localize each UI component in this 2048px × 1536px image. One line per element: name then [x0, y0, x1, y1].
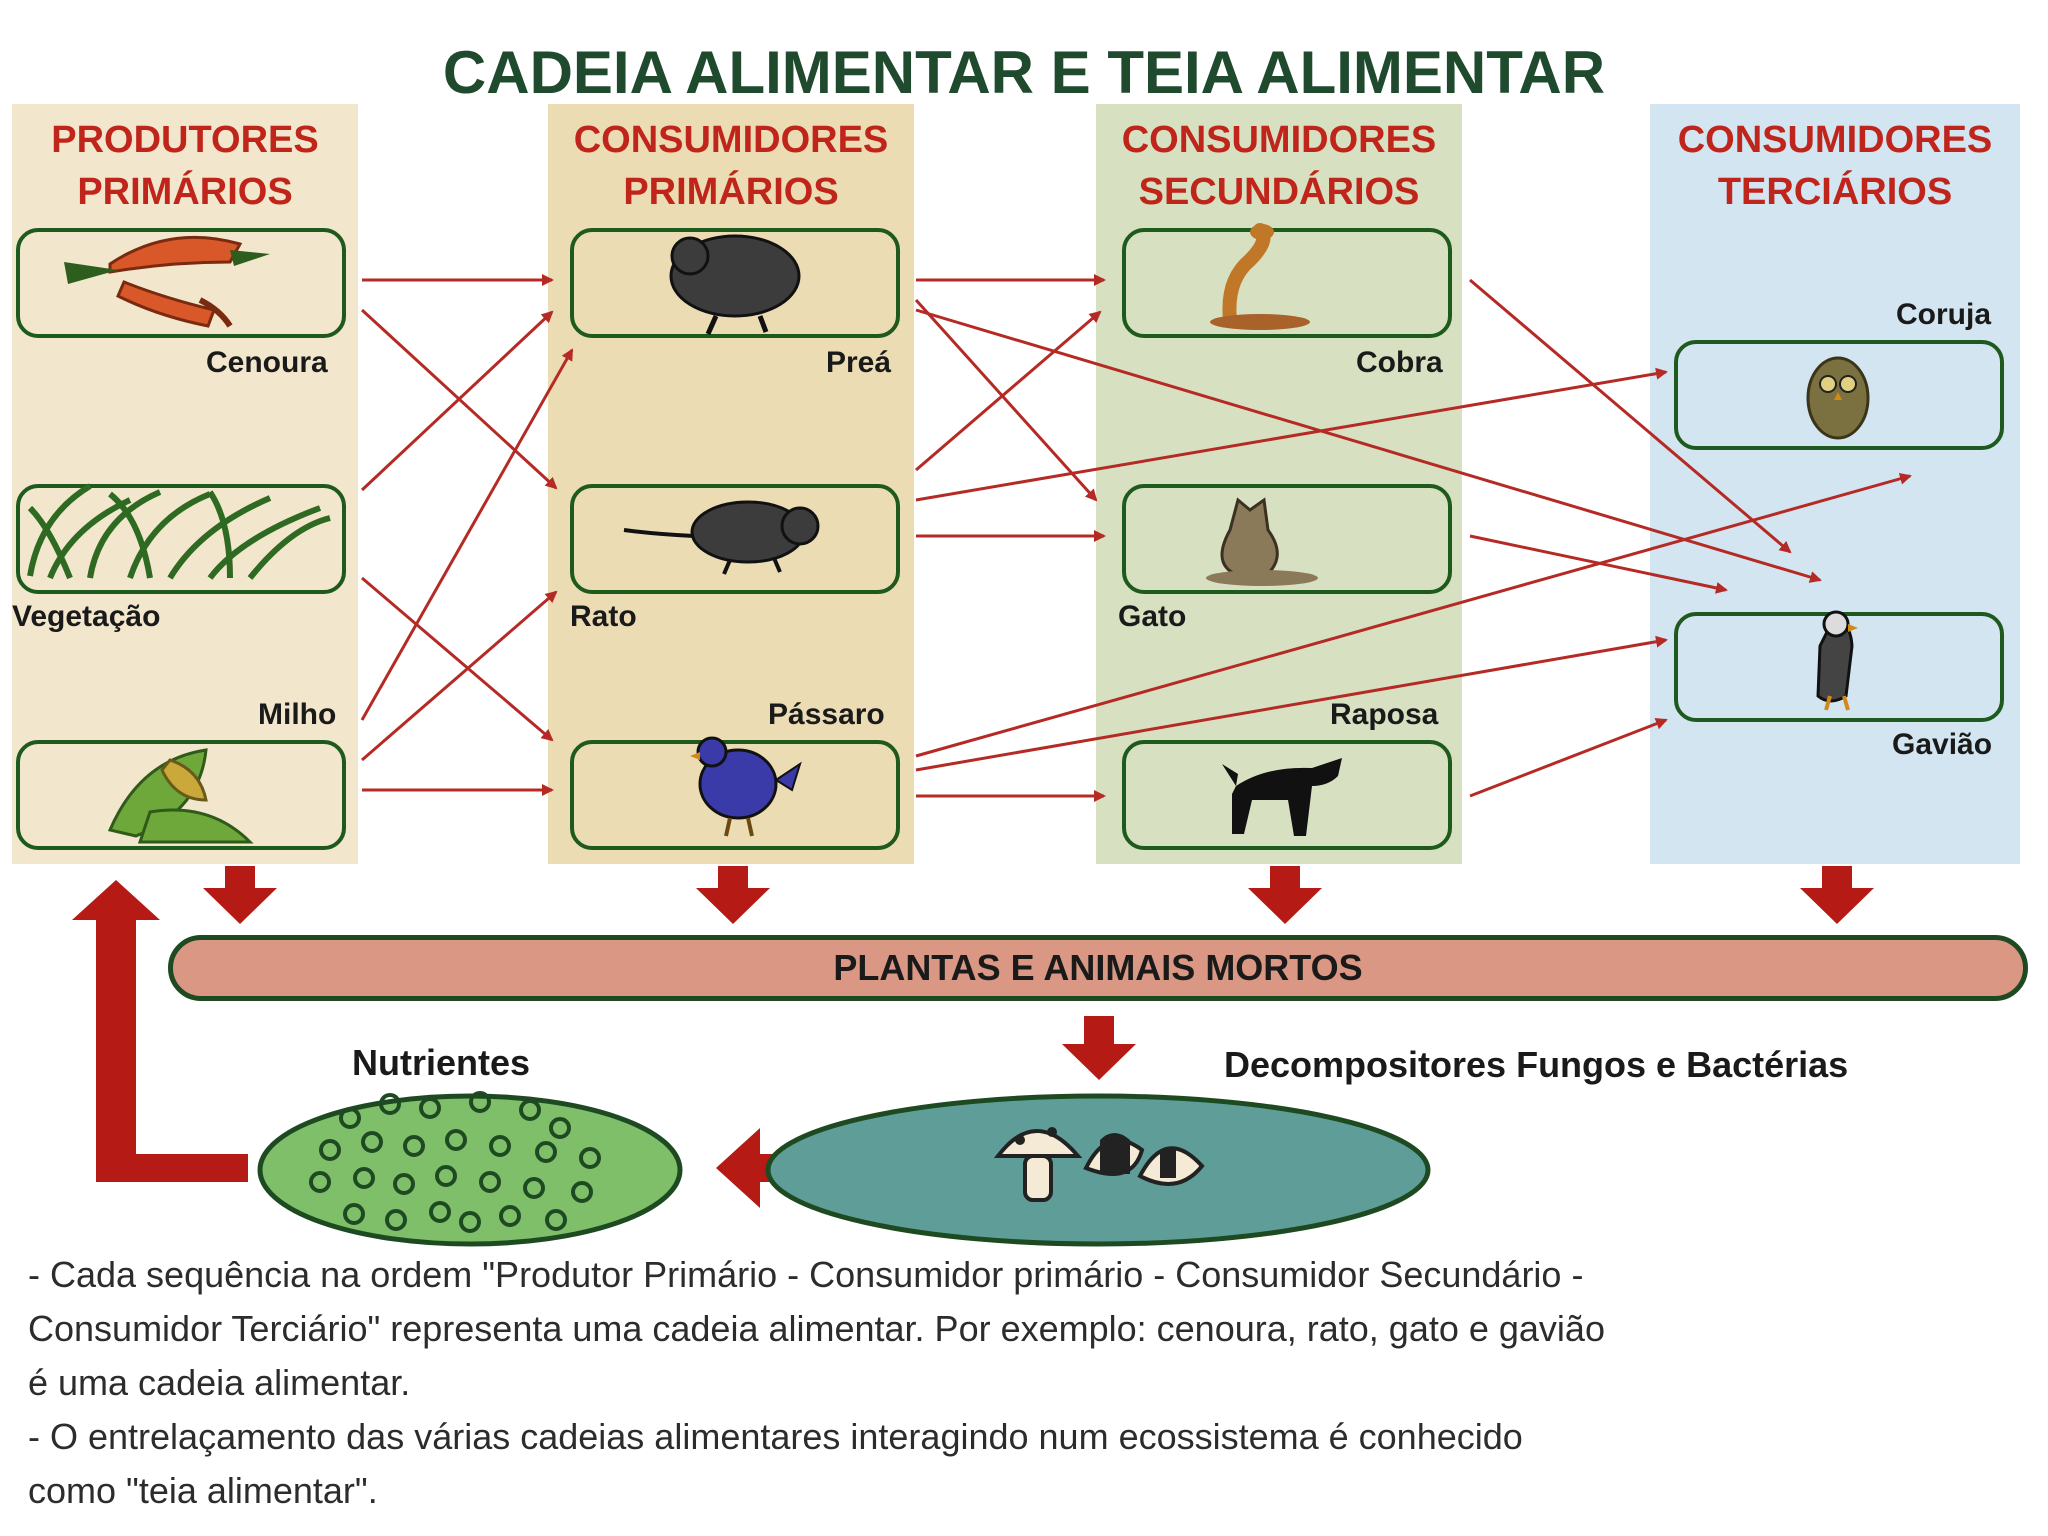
arrow-gato-gaviao: [1469, 534, 1728, 594]
rat-icon: [623, 500, 820, 575]
fox-icon: [1222, 758, 1342, 836]
column-title-line: PRIMÁRIOS: [77, 171, 293, 213]
arrow-milho-rato: [361, 590, 558, 762]
snake-icon: [1210, 223, 1310, 330]
card-passaro: [570, 740, 900, 850]
arrow-raposa-gaviao: [1469, 718, 1668, 798]
return-arrow-nutrients: [72, 880, 248, 1182]
hawk-icon: [1816, 610, 1858, 711]
label-cobra: Cobra: [1356, 346, 1443, 379]
note-line: é uma cadeia alimentar.: [28, 1362, 411, 1403]
web-arrows: [360, 274, 1912, 802]
label-gaviao: Gavião: [1892, 728, 1993, 761]
column-title-line: SECUNDÁRIOS: [1138, 171, 1420, 213]
label-prea: Preá: [826, 346, 892, 379]
arrow-passaro-coruja: [915, 472, 1912, 758]
nutrients-label: Nutrientes: [352, 1042, 531, 1083]
owl-icon: [1806, 356, 1870, 440]
decomposers-label: Decompositores Fungos e Bactérias: [1224, 1044, 1849, 1085]
diagram-title: CADEIA ALIMENTAR E TEIA ALIMENTAR: [442, 39, 1606, 106]
arrow-milho-prea: [360, 348, 574, 721]
mushroom-icon: [993, 1127, 1083, 1202]
column-title-line: TERCIÁRIOS: [1717, 171, 1953, 213]
note-line: - O entrelaçamento das várias cadeias al…: [28, 1416, 1523, 1457]
card-gato: [1122, 484, 1452, 594]
mushroom-icon: [1137, 1146, 1205, 1186]
down-arrow-tertiary: [1800, 866, 1874, 924]
label-rato: Rato: [570, 600, 637, 633]
arrow-vegetacao-passaro: [361, 576, 554, 742]
explanation-text: - Cada sequência na ordem "Produtor Prim…: [28, 1248, 2018, 1518]
column-title: CONSUMIDORES SECUNDÁRIOS: [1096, 114, 1462, 218]
nutrient-particles: [309, 1091, 601, 1233]
column-title-line: PRODUTORES: [51, 119, 319, 161]
label-coruja: Coruja: [1896, 298, 1992, 331]
mushroom-icon: [1083, 1133, 1145, 1176]
card-cobra: [1122, 228, 1452, 338]
card-prea: [570, 228, 900, 338]
arrow-rato-coruja: [915, 367, 1668, 502]
arrow-rato-cobra: [915, 310, 1102, 472]
arrow-prea-gaviao: [915, 308, 1822, 583]
arrow-cobra-gaviao: [1469, 278, 1792, 554]
card-raposa: [1122, 740, 1452, 850]
down-arrow-secondary: [1248, 866, 1322, 924]
arrow-vegetacao-prea: [360, 310, 554, 492]
down-arrow-primary: [696, 866, 770, 924]
note-line: como "teia alimentar".: [28, 1470, 378, 1511]
label-vegetacao: Vegetação: [12, 600, 161, 633]
note-line: - Cada sequência na ordem "Produtor Prim…: [28, 1254, 1584, 1295]
arrow-prea-gato: [914, 298, 1098, 502]
guinea-pig-icon: [669, 234, 801, 336]
corn-icon: [107, 748, 254, 844]
column-title-line: CONSUMIDORES: [573, 119, 889, 161]
label-raposa: Raposa: [1330, 698, 1439, 731]
column-title: CONSUMIDORES TERCIÁRIOS: [1650, 114, 2020, 218]
grass-icon: [27, 483, 331, 580]
cat-icon: [1206, 497, 1318, 586]
left-arrow-nutrients: [716, 1128, 784, 1208]
dead-organisms-bar: PLANTAS E ANIMAIS MORTOS: [168, 935, 2028, 1001]
carrot-icon: [64, 235, 270, 328]
column-title: PRODUTORES PRIMÁRIOS: [12, 114, 358, 218]
big-arrows: [72, 866, 1874, 1208]
down-arrow-decomposers: [1062, 1016, 1136, 1080]
card-milho: [16, 740, 346, 850]
note-line: Consumidor Terciário" representa uma cad…: [28, 1308, 1605, 1349]
column-title: CONSUMIDORES PRIMÁRIOS: [548, 114, 914, 218]
card-cenoura: [16, 228, 346, 338]
label-cenoura: Cenoura: [206, 346, 328, 379]
card-vegetacao: [16, 484, 346, 594]
down-arrow-producers: [203, 866, 277, 924]
arrow-passaro-gaviao: [915, 635, 1668, 772]
column-title-line: CONSUMIDORES: [1121, 119, 1437, 161]
label-gato: Gato: [1118, 600, 1187, 633]
column-title-line: CONSUMIDORES: [1677, 119, 1993, 161]
card-rato: [570, 484, 900, 594]
bird-icon: [690, 736, 802, 837]
nutrients-ellipse: [257, 1093, 683, 1247]
card-coruja: [1674, 340, 2004, 450]
label-milho: Milho: [258, 698, 337, 731]
label-passaro: Pássaro: [768, 698, 885, 731]
column-title-line: PRIMÁRIOS: [623, 171, 839, 213]
